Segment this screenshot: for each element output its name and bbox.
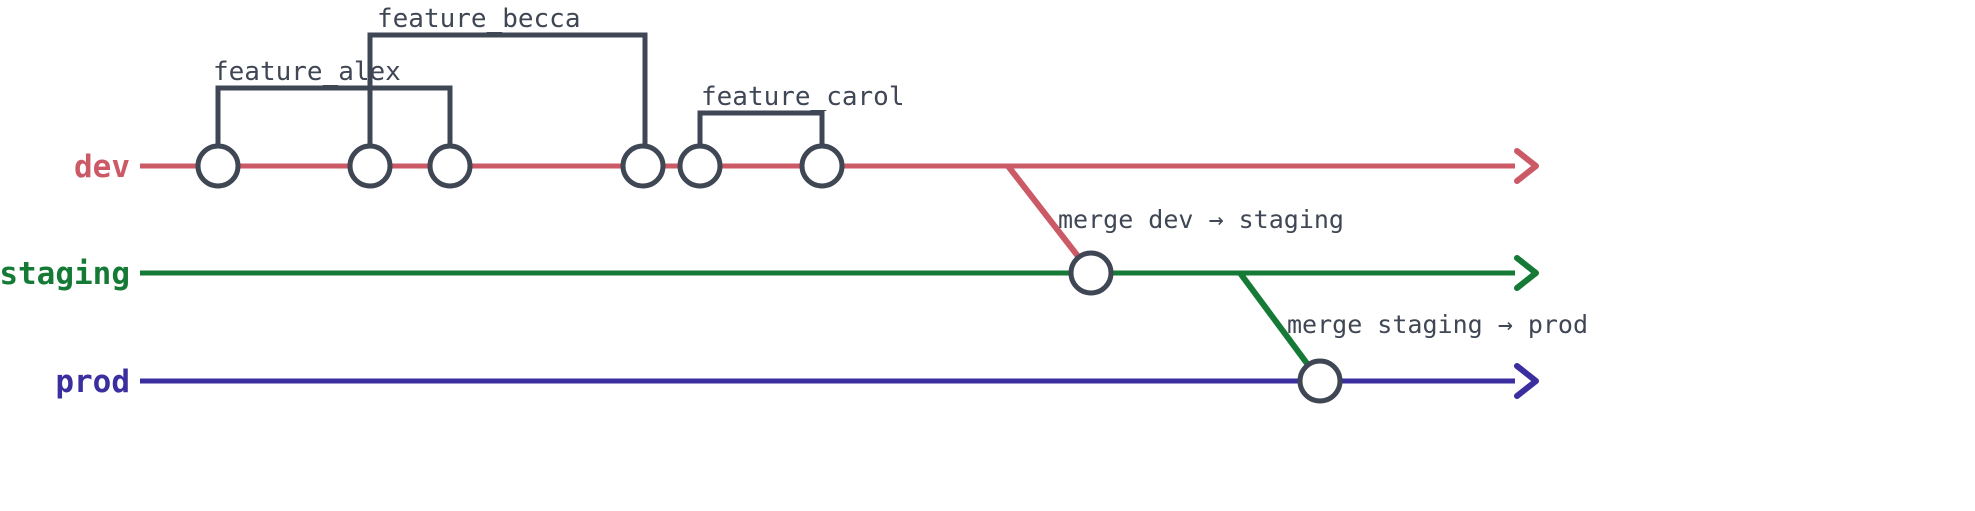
branch-label-dev: dev bbox=[74, 149, 130, 185]
commit-node-m2[interactable] bbox=[1297, 358, 1343, 404]
feature-brackets-group bbox=[215, 32, 825, 166]
lane-lines-group bbox=[140, 148, 1539, 399]
feature-branch-name-feature_alex: feature_alex bbox=[213, 57, 401, 87]
feature-branch-name-feature_becca: feature_becca bbox=[377, 4, 581, 34]
merge-label-merge-dev-staging: merge dev → staging bbox=[1058, 205, 1344, 234]
branch-arrowhead-staging bbox=[1514, 255, 1539, 291]
commit-node-c3[interactable] bbox=[427, 143, 473, 189]
commit-nodes-group bbox=[195, 143, 1343, 404]
feature-branch-name-feature_carol: feature_carol bbox=[701, 82, 905, 112]
commit-node-c5[interactable] bbox=[677, 143, 723, 189]
commit-node-c2[interactable] bbox=[347, 143, 393, 189]
branch-label-staging: staging bbox=[0, 256, 130, 292]
feature-bracket-feature_becca bbox=[367, 32, 648, 166]
merge-label-merge-staging-prod: merge staging → prod bbox=[1287, 310, 1588, 339]
commit-node-c1[interactable] bbox=[195, 143, 241, 189]
labels-group: dev staging prod feature_alex feature_beccaf… bbox=[0, 4, 1588, 400]
feature-bracket-feature_carol bbox=[697, 110, 825, 166]
commit-node-m1[interactable] bbox=[1068, 250, 1114, 296]
merge-line-merge-dev-staging bbox=[1005, 164, 1094, 275]
feature-bracket-feature_alex bbox=[215, 85, 453, 166]
branch-arrowhead-prod bbox=[1514, 363, 1539, 399]
commit-node-c4[interactable] bbox=[620, 143, 666, 189]
branch-arrowhead-dev bbox=[1514, 148, 1539, 184]
branch-label-prod: prod bbox=[55, 364, 130, 400]
commit-node-c6[interactable] bbox=[799, 143, 845, 189]
